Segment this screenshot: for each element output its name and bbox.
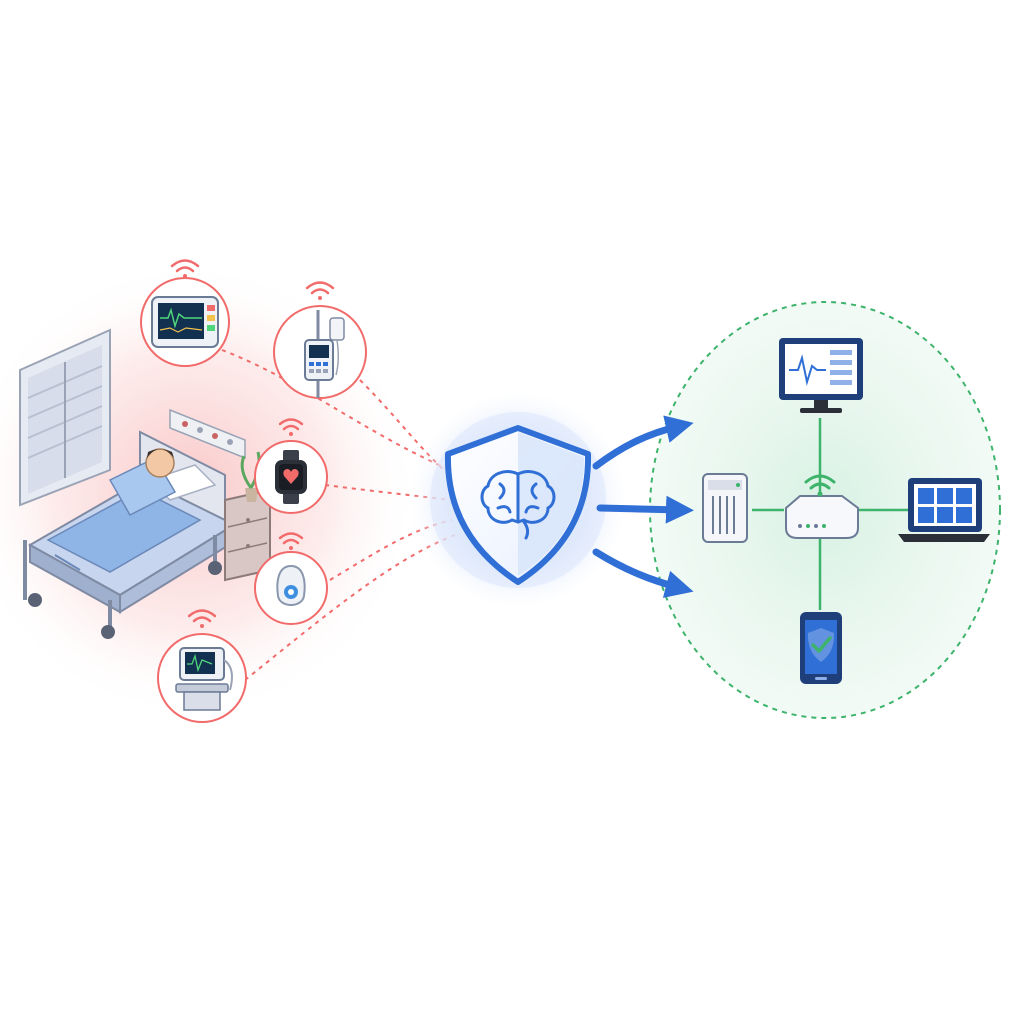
device-vital-signs-monitor[interactable]	[140, 259, 230, 367]
wireless-signal-icon	[278, 418, 304, 436]
wall-outlet-panel	[169, 408, 246, 460]
wireless-signal-icon	[170, 259, 200, 278]
iv-pump-icon	[304, 310, 345, 398]
device-infusion-pump[interactable]	[273, 281, 367, 399]
router-icon	[785, 495, 859, 539]
hospital-window	[19, 328, 111, 507]
ventilator-icon	[175, 647, 233, 711]
wireless-signal-icon	[278, 532, 304, 550]
network-dashboard-monitor[interactable]	[779, 338, 863, 413]
wireless-signal-icon	[305, 281, 335, 300]
dashboard-icon	[779, 338, 863, 413]
brain-icon	[480, 470, 556, 540]
device-wearable-sensor[interactable]	[254, 532, 328, 625]
smartwatch-icon	[275, 450, 307, 504]
hospital-bed	[23, 430, 253, 639]
laptop-icon	[898, 478, 990, 542]
server-icon	[702, 473, 748, 543]
network-server[interactable]	[702, 473, 748, 543]
sensor-icon	[276, 564, 306, 606]
ai-security-hub[interactable]	[410, 392, 626, 608]
network-router[interactable]	[785, 474, 859, 539]
device-smartwatch[interactable]	[254, 418, 328, 514]
wifi-icon	[804, 474, 836, 497]
network-smartphone[interactable]	[800, 612, 842, 684]
brain-shield-icon	[444, 425, 592, 585]
secure-phone-icon	[800, 612, 842, 684]
secure-data-arrows	[592, 415, 694, 598]
network-laptop[interactable]	[898, 478, 990, 542]
wireless-signal-icon	[187, 609, 217, 628]
device-ventilator[interactable]	[157, 609, 247, 723]
